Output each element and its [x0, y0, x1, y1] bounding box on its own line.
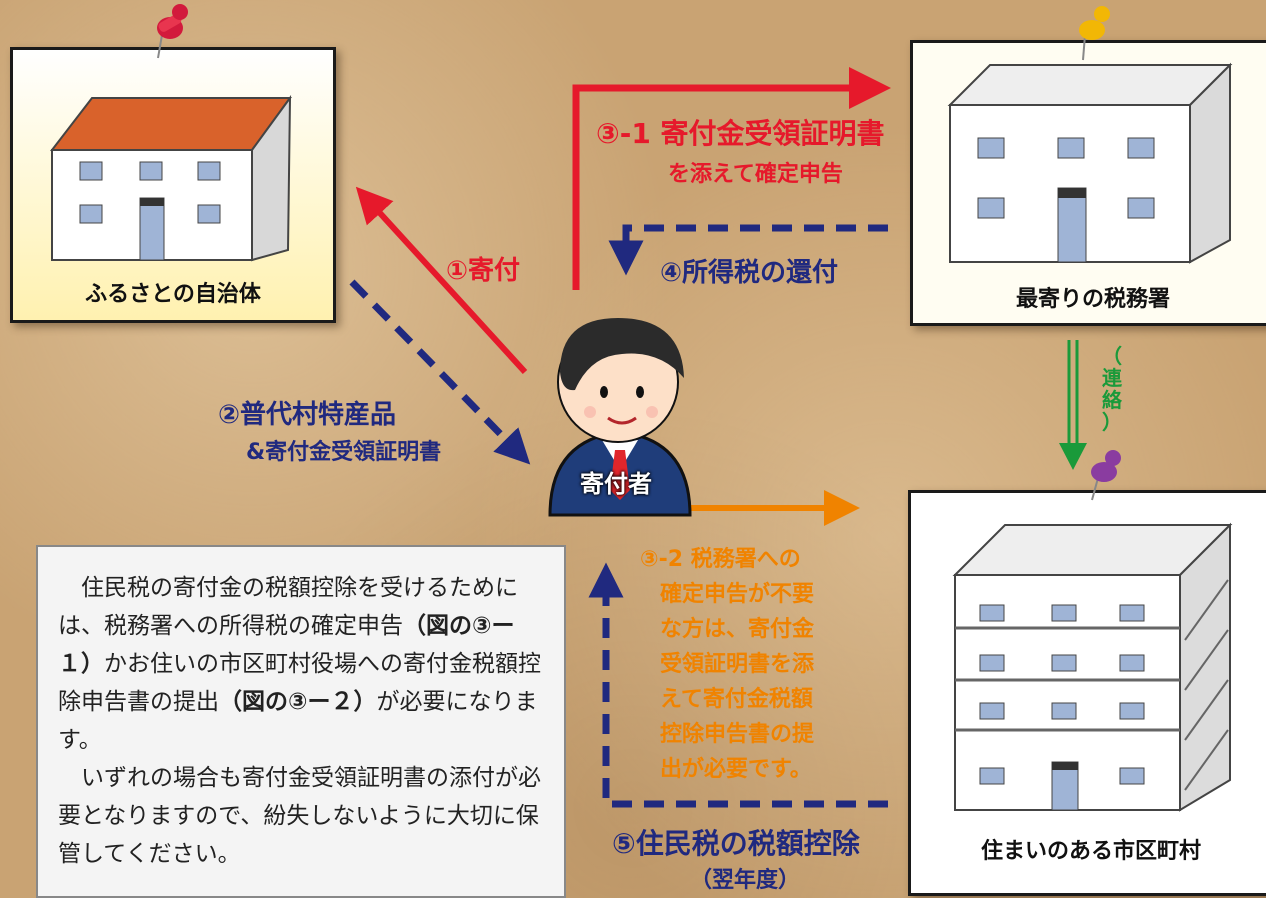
step5-label-line1: ⑤住民税の税額控除: [612, 827, 860, 860]
arrow-step4: [608, 224, 888, 276]
step3-2-line-7: 出が必要です。: [660, 757, 812, 782]
red-pin-icon: [157, 4, 188, 59]
step2-label-line1: ②普代村特産品: [218, 400, 397, 430]
note-p1-text-a: 住民税の寄付金の税額控除を受けるためには、税務署への所得税の確定申告: [58, 575, 518, 639]
tax-office-label: 最寄りの税務署: [1015, 287, 1170, 312]
step3-2-line-1: ③-2 税務署への: [640, 547, 801, 572]
arrow-contact: [1059, 340, 1087, 470]
yellow-pin-icon: [1079, 6, 1110, 61]
note-p1-text-b: かお住いの市区町村役場への寄付金税額控除申告書の提出: [58, 651, 541, 715]
furusato-house-illustration: [49, 94, 292, 262]
purple-pin-icon: [1091, 450, 1121, 501]
arrow-step2: [349, 279, 531, 465]
arrow-step5: [588, 562, 888, 808]
note-box: 住民税の寄付金の税額控除を受けるためには、税務署への所得税の確定申告（図の③ー１…: [36, 545, 566, 898]
municipality-label: 住まいのある市区町村: [980, 839, 1201, 864]
arrow-step1: [355, 186, 528, 375]
contact-label: （ 連 絡 ）: [1097, 345, 1127, 433]
step1-label: ①寄付: [446, 256, 521, 286]
step3-2-label: ③-2 税務署への 確定申告が不要 な方は、寄付金 受領証明書を添 えて寄付金税…: [640, 542, 870, 787]
step3-2-line-5: えて寄付金税額: [660, 687, 813, 712]
donor-figure: [548, 318, 692, 517]
note-p1-ref-a: （図の③ー１）: [58, 613, 515, 677]
contact-char-3: 絡: [1102, 388, 1122, 412]
note-p1-text-c: が必要になります。: [58, 689, 538, 753]
tax-office-building-illustration: [947, 62, 1233, 264]
step3-2-line-6: 控除申告書の提: [660, 722, 815, 747]
arrow-step3-1: [572, 67, 891, 290]
step3-2-line-4: 受領証明書を添: [660, 652, 815, 677]
contact-char-1: （: [1102, 344, 1122, 368]
furusato-label: ふるさとの自治体: [85, 282, 261, 307]
note-paragraph-2: いずれの場合も寄付金受領証明書の添付が必要となりますので、紛失しないように大切に…: [58, 765, 541, 867]
step4-label: ④所得税の還付: [660, 258, 839, 288]
step3-1-label-line2: を添えて確定申告: [668, 162, 843, 187]
municipality-building-illustration: [952, 522, 1233, 812]
step3-1-label-line1: ③-1 寄付金受領証明書: [596, 117, 885, 150]
contact-char-4: ）: [1102, 410, 1122, 434]
note-p1-ref-b: （図の③ー２）: [219, 689, 377, 715]
donor-label: 寄付者: [580, 470, 652, 498]
step5-label-line2: （翌年度）: [690, 868, 801, 893]
step3-2-line-2: 確定申告が不要: [660, 582, 815, 607]
note-paragraph-1: 住民税の寄付金の税額控除を受けるためには、税務署への所得税の確定申告（図の③ー１…: [58, 569, 544, 759]
step3-2-line-3: な方は、寄付金: [660, 617, 815, 642]
contact-char-2: 連: [1102, 366, 1122, 390]
step2-label-line2: &寄付金受領証明書: [246, 440, 442, 465]
